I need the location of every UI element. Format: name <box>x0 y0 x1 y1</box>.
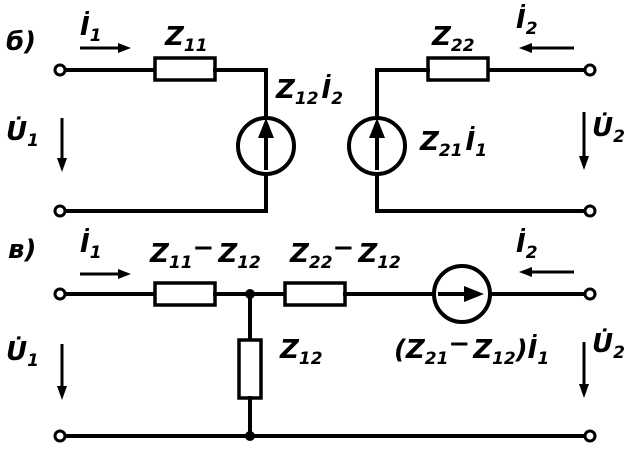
label-b-z22: Z22 <box>431 22 475 56</box>
resistor-z12 <box>237 338 263 400</box>
label-b-i2: İ2 <box>516 3 538 39</box>
terminal-v-2-top <box>583 287 597 301</box>
terminal-v-2-bottom <box>583 429 597 443</box>
source-arrow-head-b-right <box>369 118 385 138</box>
wire-b-bottom-left <box>62 172 268 213</box>
resistor-z22 <box>426 56 490 82</box>
part-b-marker: б) <box>6 27 36 57</box>
arrow-b-u2-head <box>579 156 589 170</box>
part-v-marker: в) <box>8 235 36 265</box>
arrow-b-i1-head <box>118 43 131 53</box>
resistor-z22-minus-z12 <box>283 281 347 307</box>
resistor-z11 <box>153 56 217 82</box>
terminal-b-2-bottom <box>583 204 597 218</box>
label-v-z22-minus-z12: Z22−Z12 <box>289 233 401 273</box>
label-v-i2: İ2 <box>516 227 538 263</box>
label-v-i1: İ1 <box>80 227 102 263</box>
arrow-v-i2-head <box>519 267 532 277</box>
part-v: в) İ1 Z11−Z12 Z22−Z12 İ2 <box>6 227 625 443</box>
arrow-v-i1-head <box>118 269 131 279</box>
wire-b-right-bottom <box>375 172 588 213</box>
label-v-u2: U̇2 <box>592 327 625 363</box>
terminal-b-2-top <box>583 63 597 77</box>
terminal-v-1-bottom <box>53 429 67 443</box>
label-v-z12: Z12 <box>279 335 323 369</box>
label-b-z11: Z11 <box>164 22 208 56</box>
label-b-i1: İ1 <box>80 10 102 46</box>
arrow-v-u1-head <box>57 386 67 400</box>
label-b-u1: U̇1 <box>6 115 39 151</box>
resistor-z11-minus-z12 <box>153 281 217 307</box>
wire-b-top-right <box>213 68 268 120</box>
source-arrow-head-b-left <box>258 118 274 138</box>
arrow-v-u2-head <box>579 384 589 398</box>
label-b-u2: U̇2 <box>592 111 625 147</box>
wire-b-right-left <box>375 68 430 120</box>
label-v-u1: U̇1 <box>6 335 39 371</box>
label-v-source: (Z21−Z12)İ1 <box>394 329 549 369</box>
label-v-z11-minus-z12: Z11−Z12 <box>149 233 261 273</box>
terminal-v-1-top <box>53 287 67 301</box>
terminal-b-1-top <box>53 63 67 77</box>
arrow-b-i2-head <box>519 43 532 53</box>
terminal-b-1-bottom <box>53 204 67 218</box>
source-arrow-head-v <box>464 286 484 302</box>
arrow-b-u1-head <box>57 158 67 172</box>
